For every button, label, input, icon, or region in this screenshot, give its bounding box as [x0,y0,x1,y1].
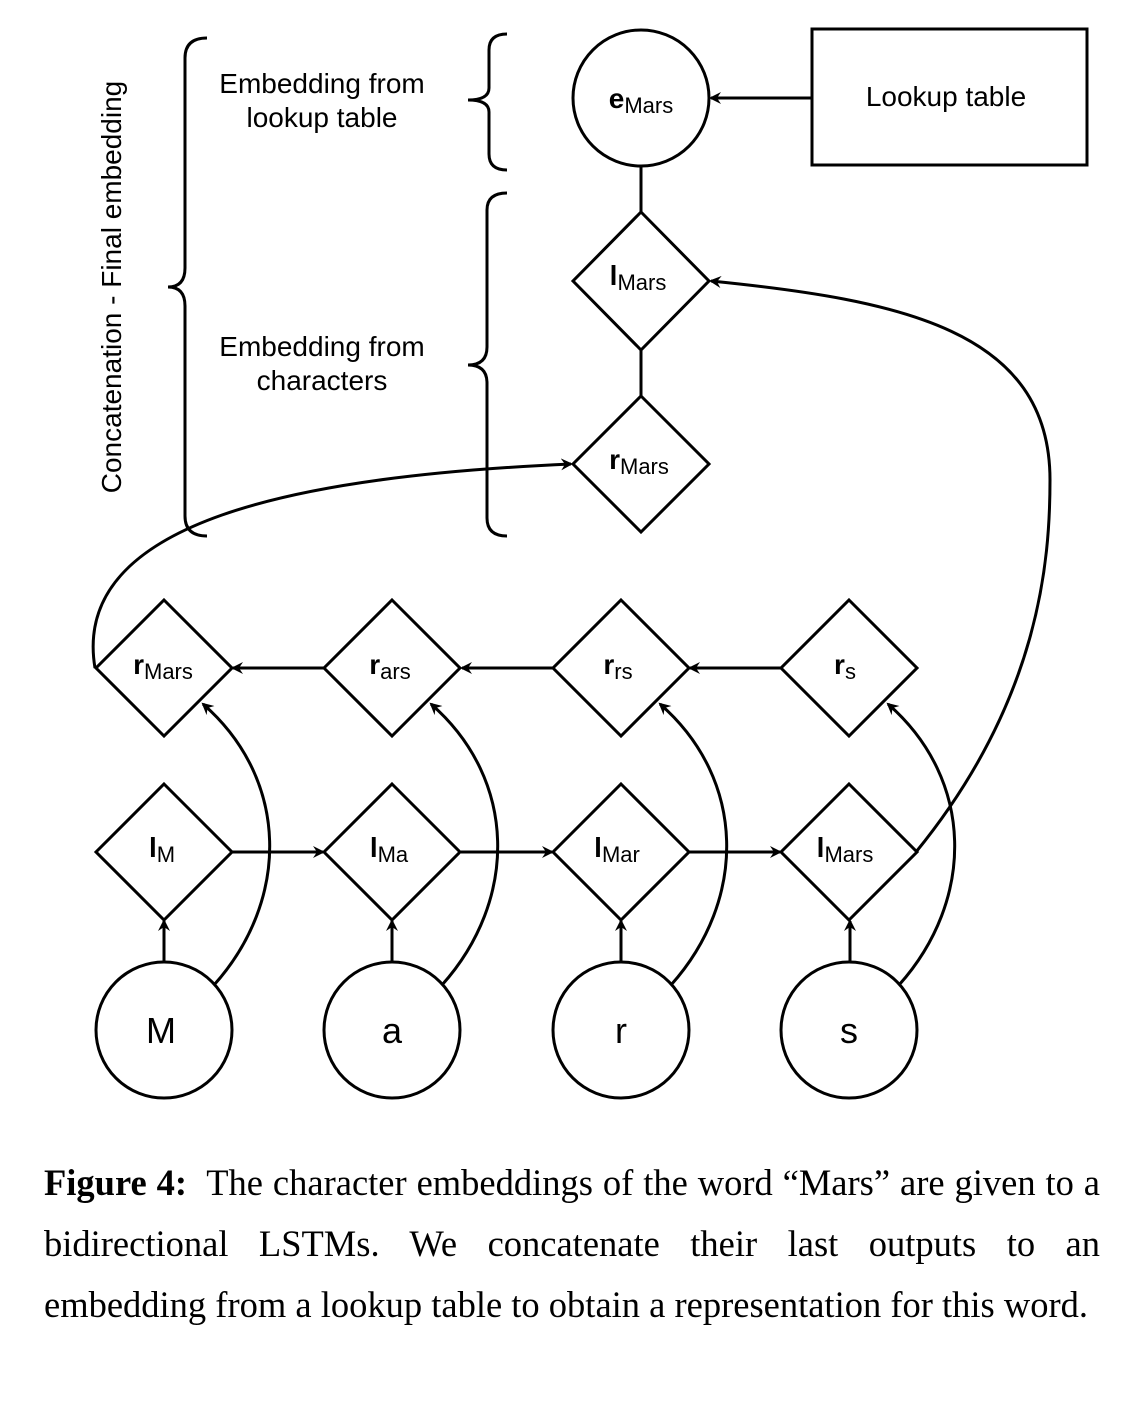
char-label-1: M [146,1010,176,1051]
caption-label: Figure 4: [44,1162,188,1203]
backward-node-4 [778,597,920,739]
forward-label-3: lMar [594,832,640,867]
caption-text: The character embeddings of the word “Ma… [44,1162,1101,1325]
forward-node-3 [550,781,692,923]
l-mars-top-label: lMars [610,260,667,295]
char-node-4 [779,960,919,1100]
lookup-label-line1: Embedding from [219,68,424,99]
figure-caption: Figure 4: The character embeddings of th… [44,1152,1100,1335]
r-mars-top-node [570,393,712,535]
chars-brace [467,191,508,538]
lookup-brace [467,32,508,172]
forward-label-1: lM [149,832,175,867]
lookup-table-box [810,27,1089,167]
r-mars-top-label: rMars [609,444,669,479]
backward-label-2: rars [369,649,410,684]
char-to-backward-curve-3 [658,702,729,986]
forward-output-curve [709,276,1052,853]
char-to-backward-curve-2 [429,702,500,986]
lookup-table-label: Lookup table [866,81,1026,112]
char-to-backward-curve-4 [886,702,957,986]
forward-node-1 [93,781,235,923]
char-label-3: r [615,1010,627,1051]
concat-label: Concatenation - Final embedding [96,81,127,493]
concat-brace [167,36,208,538]
e-mars-label: eMars [609,83,673,118]
lookup-label-line2: lookup table [246,102,397,133]
backward-output-curve [91,458,573,669]
char-label-4: s [840,1010,858,1051]
char-node-2 [322,960,462,1100]
forward-label-2: lMa [370,832,409,867]
backward-label-1: rMars [133,649,193,684]
chars-label-line2: characters [257,365,388,396]
forward-node-2 [321,781,463,923]
l-mars-top-node [570,209,712,353]
forward-node-4 [778,781,920,923]
char-node-3 [551,960,691,1100]
forward-label-4: lMars [817,832,874,867]
backward-node-1 [93,597,235,739]
backward-node-3 [550,597,692,739]
chars-label-line1: Embedding from [219,331,424,362]
char-to-backward-curve-1 [201,702,272,986]
backward-label-3: rrs [603,649,632,684]
backward-label-4: rs [834,649,856,684]
char-node-1 [94,960,234,1100]
char-label-2: a [382,1010,403,1051]
backward-node-2 [321,597,463,739]
e-mars-node [571,28,711,168]
